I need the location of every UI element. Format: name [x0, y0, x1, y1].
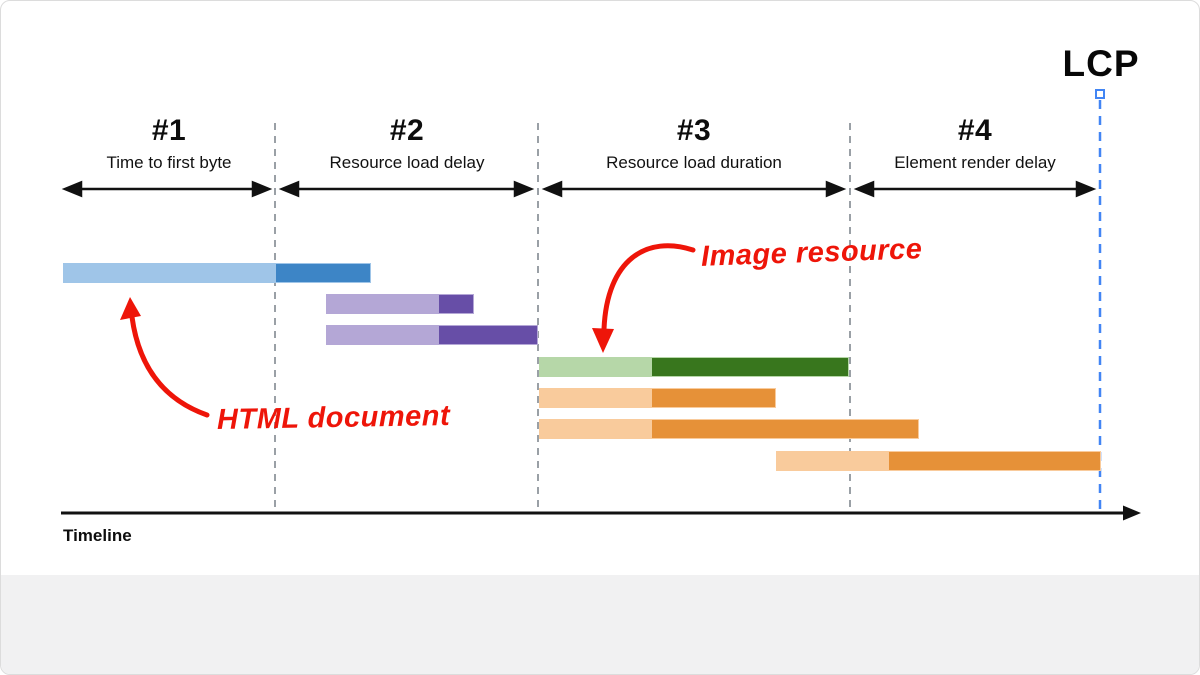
- bar-document-light-segment: [64, 264, 276, 282]
- bar-script-3-light-segment: [777, 452, 889, 470]
- bar-image-light-segment: [540, 358, 652, 376]
- section-2-number: #2: [389, 114, 425, 147]
- bar-stylesheet-2: [326, 325, 538, 345]
- bar-image-dark-segment: [652, 358, 848, 376]
- bar-stylesheet-1-light-segment: [327, 295, 439, 313]
- bar-script-1: [539, 388, 776, 408]
- bar-script-3-dark-segment: [889, 452, 1100, 470]
- bar-script-1-light-segment: [540, 389, 652, 407]
- section-1-label: Time to first byte: [106, 153, 232, 172]
- annotation-arrows: [129, 243, 696, 418]
- timeline-axis: [61, 505, 1141, 521]
- html-document-arrow: [129, 314, 210, 418]
- bar-document-dark-segment: [276, 264, 370, 282]
- lcp-title: LCP: [1062, 43, 1140, 84]
- section-4-label: Element render delay: [894, 153, 1056, 172]
- image-resource-arrow: [601, 243, 696, 332]
- section-3-number: #3: [676, 114, 712, 147]
- html-document-annotation: HTML document: [216, 399, 451, 437]
- lcp-marker-line: [1095, 89, 1105, 513]
- bar-script-2-light-segment: [540, 420, 652, 438]
- section-2-label: Resource load delay: [329, 153, 485, 172]
- annotation-arrowheads: [120, 297, 614, 353]
- section-3-label: Resource load duration: [606, 153, 782, 172]
- section-1-number: #1: [151, 114, 187, 147]
- bar-script-2-dark-segment: [652, 420, 918, 438]
- section-4-number: #4: [957, 114, 993, 147]
- timeline-axis-label: Timeline: [63, 526, 132, 545]
- section-span-arrows: [61, 180, 1097, 198]
- bar-script-3: [776, 451, 1101, 471]
- bar-stylesheet-1-dark-segment: [439, 295, 473, 313]
- bar-image: [539, 357, 849, 377]
- bar-script-1-dark-segment: [652, 389, 775, 407]
- bar-stylesheet-2-light-segment: [327, 326, 439, 344]
- bar-script-2: [539, 419, 919, 439]
- image-resource-annotation: Image resource: [700, 233, 923, 273]
- legend-band: Document Stylesheet Script Image: [1, 575, 1199, 674]
- bar-stylesheet-1: [326, 294, 474, 314]
- section-divider-lines: [274, 123, 851, 513]
- bar-document: [63, 263, 371, 283]
- bar-stylesheet-2-dark-segment: [439, 326, 537, 344]
